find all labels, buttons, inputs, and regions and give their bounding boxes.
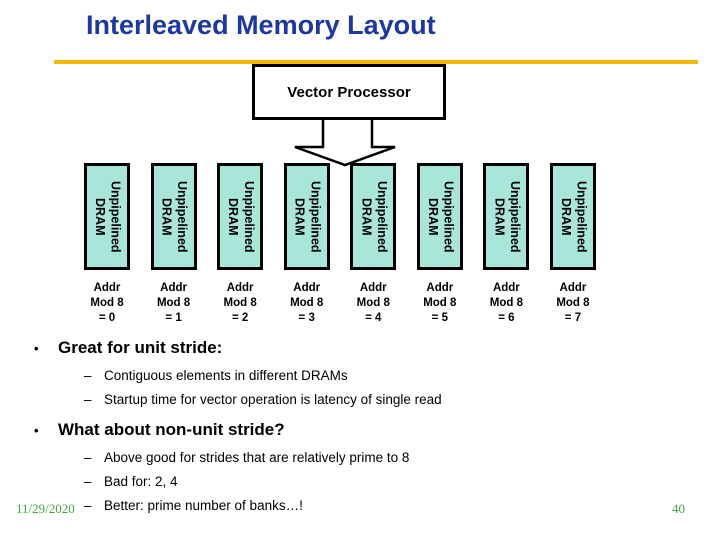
bullet-text: Great for unit stride: bbox=[58, 338, 223, 357]
bullet-item: – Startup time for vector operation is l… bbox=[0, 390, 720, 410]
dram-bank-column: Unpipelined DRAM Addr Mod 8 = 2 bbox=[217, 163, 264, 326]
bullet-list: • Great for unit stride: – Contiguous el… bbox=[0, 337, 720, 520]
bullet-text: Startup time for vector operation is lat… bbox=[104, 392, 442, 407]
bullet-item: – Better: prime number of banks…! bbox=[0, 496, 720, 516]
bank-address-label: Addr Mod 8 = 1 bbox=[141, 281, 207, 326]
bank-mod-value: = 7 bbox=[564, 312, 582, 324]
bank-address-label: Addr Mod 8 = 6 bbox=[473, 281, 539, 326]
bullet-marker: – bbox=[84, 498, 92, 513]
bullet-marker: – bbox=[84, 392, 92, 407]
vector-processor-label: Vector Processor bbox=[287, 83, 411, 101]
dram-box-label: Unpipelined DRAM bbox=[93, 180, 123, 253]
dram-box: Unpipelined DRAM bbox=[84, 163, 130, 270]
page-title: Interleaved Memory Layout bbox=[86, 10, 436, 40]
bank-address-label: Addr Mod 8 = 3 bbox=[274, 281, 340, 326]
bullet-marker: – bbox=[84, 450, 92, 465]
vector-processor-box: Vector Processor bbox=[252, 64, 446, 120]
bullet-marker: • bbox=[34, 423, 39, 438]
bank-mod-value: = 3 bbox=[298, 312, 315, 324]
bullet-text: Better: prime number of banks…! bbox=[104, 498, 303, 513]
bank-mod-value: = 2 bbox=[231, 312, 249, 324]
dram-box: Unpipelined DRAM bbox=[350, 163, 397, 270]
bank-address-label: Addr Mod 8 = 7 bbox=[540, 281, 606, 326]
dram-box: Unpipelined DRAM bbox=[217, 163, 264, 270]
dram-box-label: Unpipelined DRAM bbox=[226, 180, 256, 253]
bank-address-label: Addr Mod 8 = 2 bbox=[207, 281, 273, 326]
bullet-text: Contiguous elements in different DRAMs bbox=[104, 368, 348, 383]
dram-box: Unpipelined DRAM bbox=[416, 163, 463, 270]
dram-bank-column: Unpipelined DRAM Addr Mod 8 = 1 bbox=[150, 163, 197, 326]
footer-date: 11/29/2020 bbox=[16, 501, 75, 516]
bank-address-label: Addr Mod 8 = 4 bbox=[340, 281, 406, 326]
dram-bank-column: Unpipelined DRAM Addr Mod 8 = 3 bbox=[283, 163, 330, 326]
bullet-marker: – bbox=[84, 474, 92, 489]
dram-bank-column: Unpipelined DRAM Addr Mod 8 = 0 bbox=[84, 163, 130, 326]
bank-mod-value: = 0 bbox=[98, 312, 116, 324]
dram-bank-column: Unpipelined DRAM Addr Mod 8 = 7 bbox=[549, 163, 596, 326]
bank-mod-value: = 4 bbox=[365, 312, 382, 324]
bank-address-label: Addr Mod 8 = 0 bbox=[74, 281, 140, 326]
dram-box: Unpipelined DRAM bbox=[483, 163, 530, 270]
bullet-marker: • bbox=[34, 341, 39, 356]
bullet-marker: – bbox=[84, 368, 92, 383]
down-arrow-icon bbox=[294, 117, 396, 167]
dram-box-label: Unpipelined DRAM bbox=[359, 180, 389, 253]
footer-page-number: 40 bbox=[672, 501, 685, 516]
dram-box-label: Unpipelined DRAM bbox=[292, 180, 323, 253]
bullet-text: Above good for strides that are relative… bbox=[104, 450, 410, 465]
dram-box: Unpipelined DRAM bbox=[549, 163, 596, 270]
bank-mod-value: = 5 bbox=[431, 312, 448, 324]
bullet-text: What about non-unit stride? bbox=[58, 420, 285, 439]
bank-mod-value: = 1 bbox=[165, 312, 182, 324]
title-underline bbox=[54, 60, 698, 64]
dram-box: Unpipelined DRAM bbox=[283, 163, 330, 270]
dram-box: Unpipelined DRAM bbox=[150, 163, 197, 270]
bullet-text: Bad for: 2, 4 bbox=[104, 474, 178, 489]
dram-bank-column: Unpipelined DRAM Addr Mod 8 = 4 bbox=[350, 163, 397, 326]
bullet-item: – Bad for: 2, 4 bbox=[0, 472, 720, 492]
bank-mod-value: = 6 bbox=[498, 312, 515, 324]
bullet-item: • Great for unit stride: bbox=[0, 337, 720, 359]
banks-row: Unpipelined DRAM Addr Mod 8 = 0 Unpipeli… bbox=[84, 163, 596, 326]
bullet-item: – Contiguous elements in different DRAMs bbox=[0, 366, 720, 386]
dram-bank-column: Unpipelined DRAM Addr Mod 8 = 6 bbox=[483, 163, 530, 326]
dram-bank-column: Unpipelined DRAM Addr Mod 8 = 5 bbox=[416, 163, 463, 326]
bullet-item: – Above good for strides that are relati… bbox=[0, 448, 720, 468]
bank-address-label: Addr Mod 8 = 5 bbox=[407, 281, 473, 326]
dram-box-label: Unpipelined DRAM bbox=[425, 180, 456, 253]
dram-box-label: Unpipelined DRAM bbox=[558, 180, 589, 253]
dram-box-label: Unpipelined DRAM bbox=[492, 180, 522, 253]
bullet-item: • What about non-unit stride? bbox=[0, 419, 720, 441]
dram-box-label: Unpipelined DRAM bbox=[159, 180, 190, 253]
